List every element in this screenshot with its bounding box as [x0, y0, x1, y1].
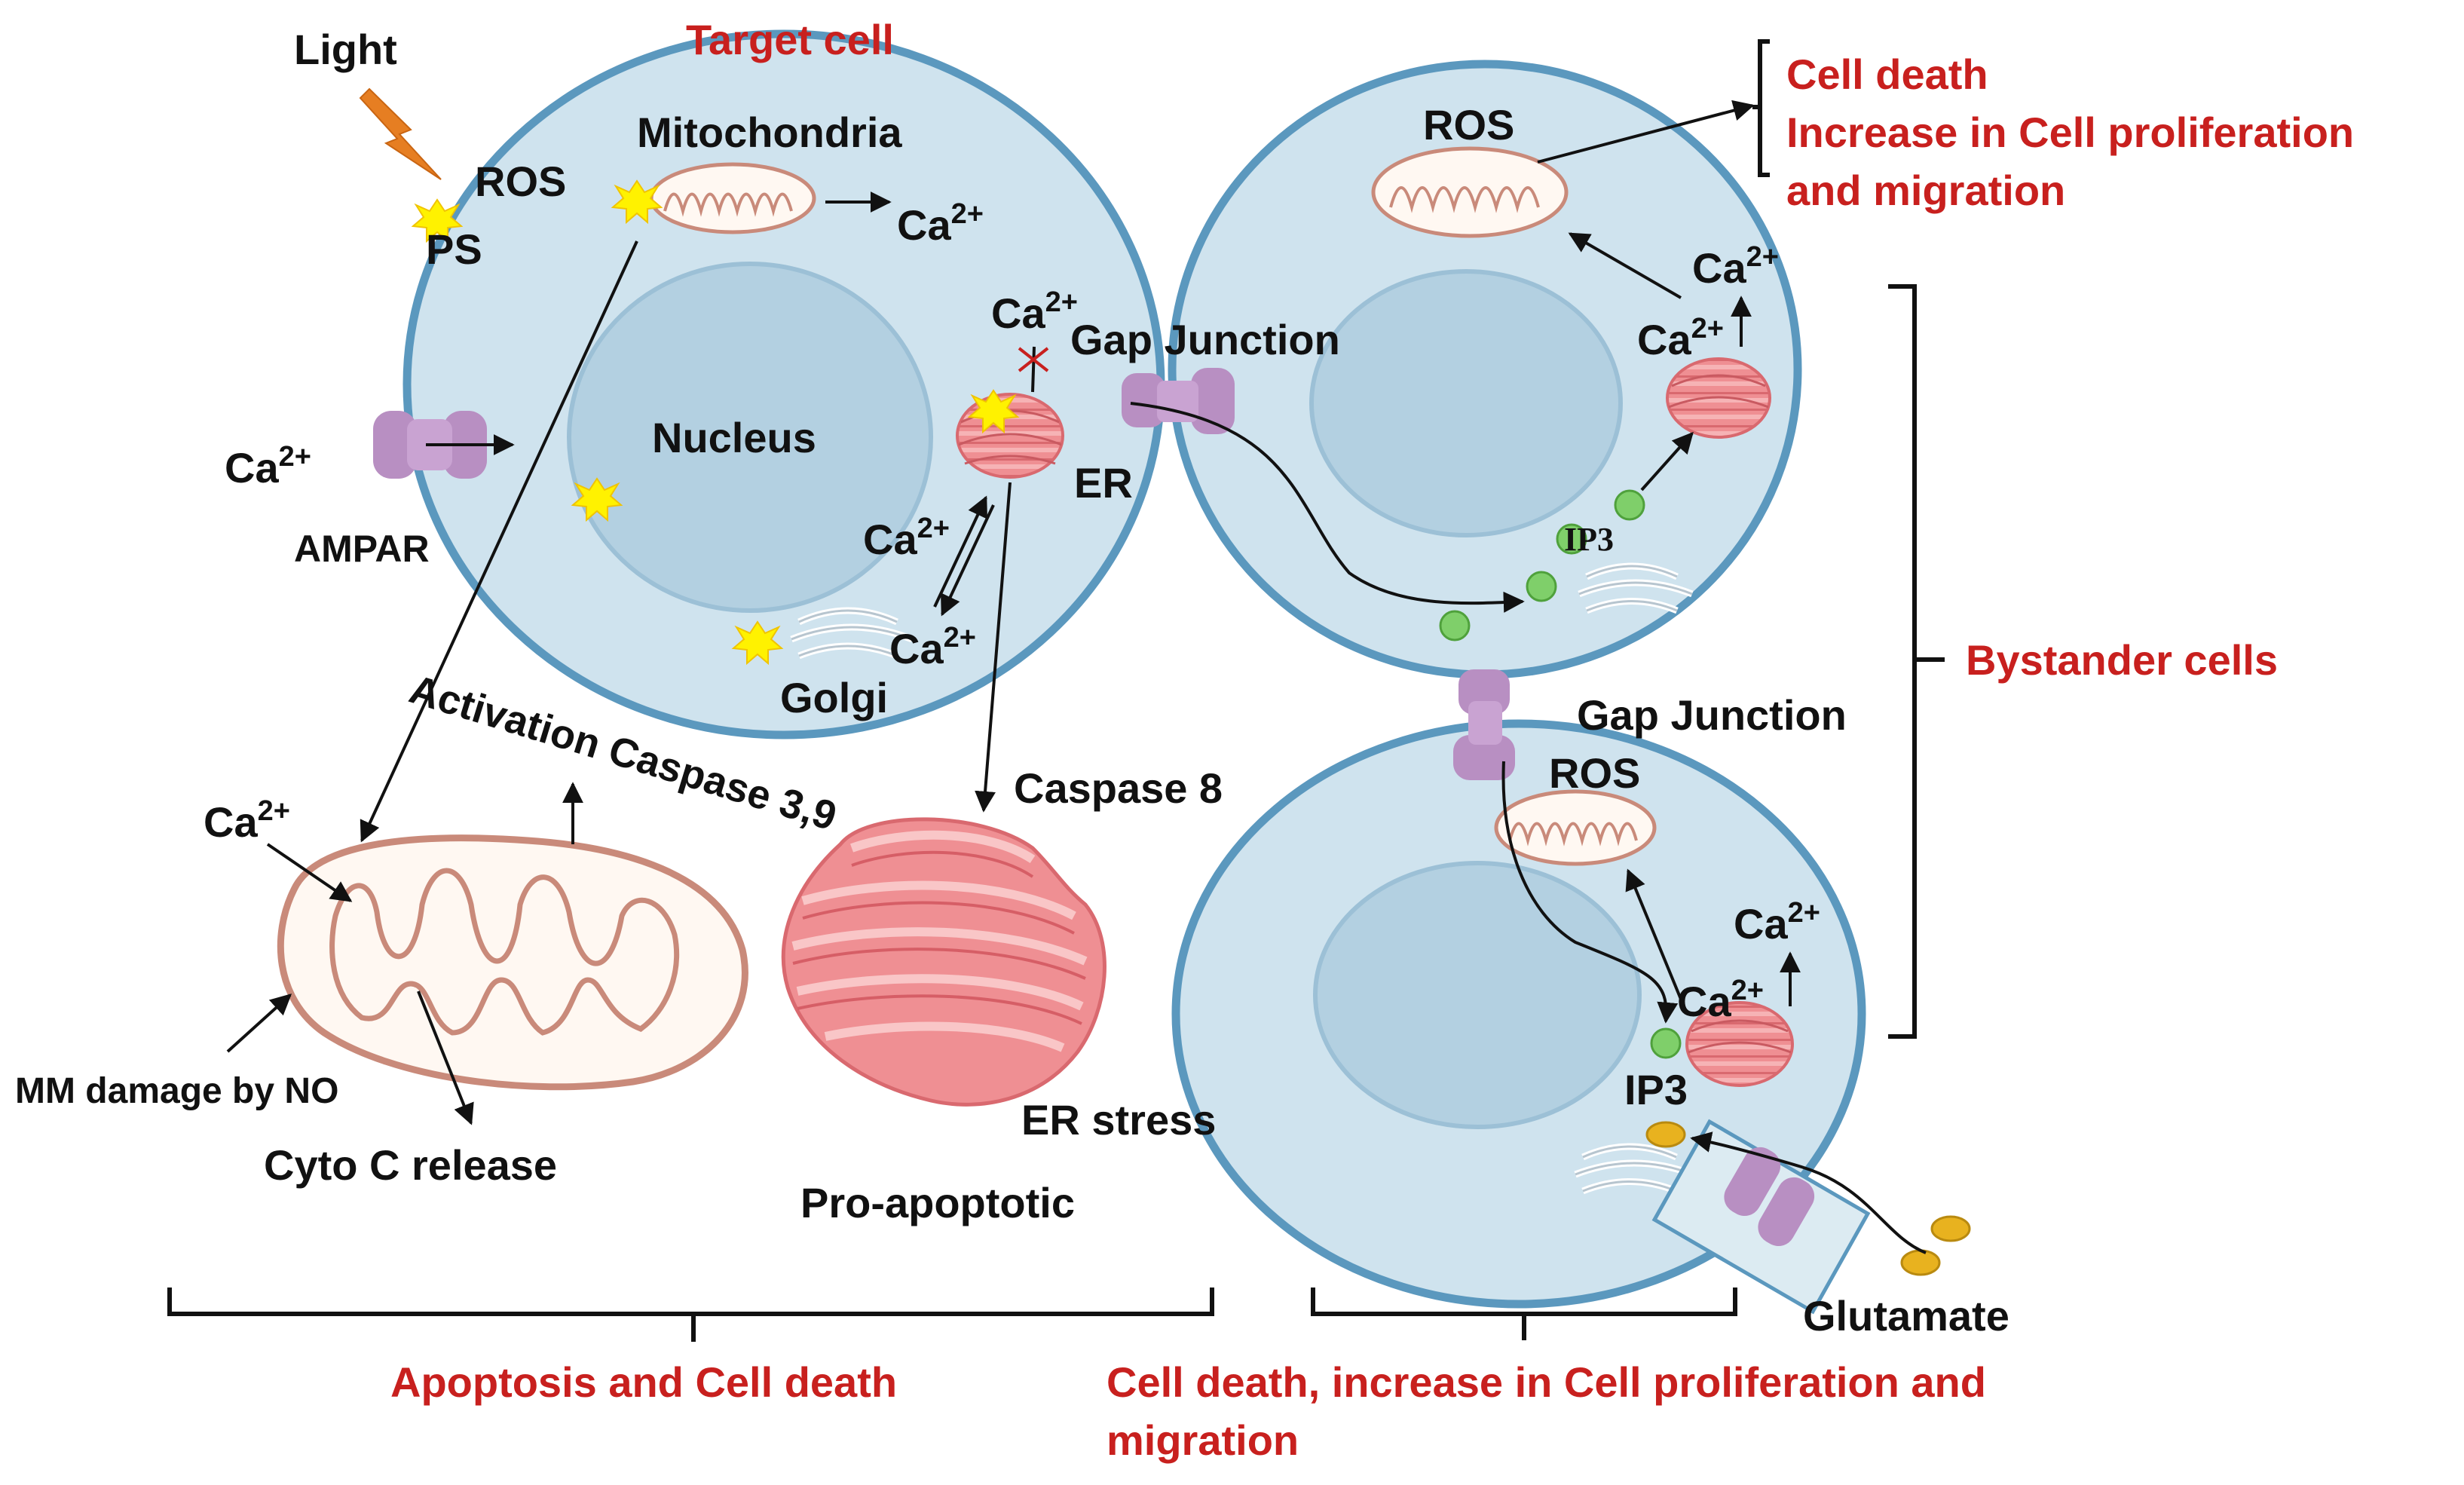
ca-er-bottom-label: Ca2+	[1677, 975, 1764, 1025]
ps-label: PS	[426, 225, 482, 273]
arrow-ip3-to-er	[1640, 431, 1694, 491]
ip3-dot	[1439, 610, 1471, 641]
ca-er-blocked-label: Ca2+	[991, 286, 1078, 337]
ca-er-golgi-up-label: Ca2+	[863, 513, 950, 563]
er-label: ER	[1074, 459, 1133, 507]
golgi-bystander-bottom	[1574, 1143, 1694, 1195]
bracket-top-right	[1752, 39, 1770, 177]
arrow-er-to-caspase8	[975, 482, 1012, 813]
outcome-bottom-left: Apoptosis and Cell death	[390, 1358, 897, 1406]
glutamate-dot	[1645, 1121, 1686, 1148]
nucleus-label: Nucleus	[652, 414, 816, 461]
ros-label-target: ROS	[475, 158, 566, 205]
bracket-bottom-right	[1311, 1288, 1737, 1340]
glutamate-dots	[1645, 1121, 1971, 1276]
bracket-right-bystanders	[1888, 284, 1945, 1039]
ca-er-top-label: Ca2+	[1637, 313, 1724, 363]
glutamate-dot	[1930, 1215, 1971, 1242]
arrow-gap-to-ip3	[1130, 402, 1525, 613]
ip3-dots	[1439, 489, 1682, 1059]
light-label: Light	[294, 26, 397, 73]
ca-er-golgi-down-label: Ca2+	[889, 622, 976, 672]
ip3-dot	[1650, 1027, 1682, 1059]
pro-apoptotic-label: Pro-apoptotic	[800, 1179, 1075, 1226]
ca-large-mito-label: Ca2+	[204, 795, 290, 846]
cyto-c-label: Cyto C release	[264, 1141, 557, 1189]
bystander-cells-label: Bystander cells	[1966, 636, 2278, 684]
glutamate-dot	[1900, 1249, 1941, 1276]
arrow-gap-to-ip3-bottom	[1501, 761, 1679, 1024]
ampar-label: AMPAR	[294, 528, 430, 570]
arrow-ros-to-mito-large	[360, 240, 638, 843]
golgi-bystander-top	[1578, 562, 1694, 614]
ros-star-golgi-icon	[731, 620, 784, 666]
ip3-label-top: IP3	[1564, 521, 1614, 558]
mitochondria-bystander-top	[1371, 146, 1569, 238]
gap-junction-label-top: Gap Junction	[1070, 316, 1340, 363]
ca-ampar-label: Ca2+	[225, 441, 311, 491]
target-cell	[403, 29, 1165, 739]
gap-junction-bottom-icon	[1453, 669, 1515, 780]
gap-junction-label-bottom: Gap Junction	[1577, 691, 1847, 739]
ros-star-er-icon	[967, 389, 1020, 434]
arrow-glutamate-in	[1690, 1131, 1927, 1254]
er-large	[781, 817, 1107, 1107]
arrow-ca-into-large-mito	[266, 843, 353, 902]
mitochondria-label: Mitochondria	[637, 109, 902, 156]
arrow-cyto-c	[417, 991, 474, 1125]
mm-damage-label: MM damage by NO	[15, 1071, 338, 1111]
ca-mito-label: Ca2+	[897, 198, 984, 249]
bystander-bottom-nucleus	[1313, 861, 1642, 1129]
bracket-bottom-left	[167, 1288, 1214, 1342]
ip3-dot	[1614, 489, 1645, 521]
er-bystander-top	[1666, 357, 1771, 439]
arrow-mm-damage	[226, 994, 292, 1053]
ros-label-bystander-top: ROS	[1423, 101, 1514, 148]
arrow-golgi-er-down	[941, 504, 995, 617]
er-stress-label: ER stress	[1021, 1096, 1216, 1144]
arrow-er-to-mito-top	[1568, 232, 1682, 299]
blocked-x-icon	[1018, 347, 1049, 372]
golgi-target	[790, 607, 914, 660]
arrow-er-to-mito-bottom	[1625, 868, 1688, 1015]
ip3-label-bottom: IP3	[1624, 1066, 1688, 1113]
outcome-top-right-line1: Cell death	[1786, 51, 1988, 98]
ps-star-icon	[411, 198, 464, 243]
mitochondria-small	[649, 162, 816, 234]
glutamate-label: Glutamate	[1803, 1292, 2009, 1340]
arrow-ros-outcome	[1537, 100, 1755, 164]
er-target	[956, 393, 1064, 479]
mitochondria-large	[277, 834, 748, 1091]
arrow-er-golgi-up	[933, 495, 987, 608]
brackets	[167, 39, 1945, 1342]
er-bystander-bottom	[1685, 1001, 1794, 1087]
ros-star-mito-icon	[611, 179, 663, 225]
arrow-er-ca-blocked	[1031, 346, 1036, 393]
bystander-top-nucleus	[1309, 269, 1623, 537]
ip3-dot	[1556, 523, 1587, 555]
ca-top-label: Ca2+	[1692, 241, 1779, 292]
bystander-cell-top	[1168, 60, 1802, 679]
outcome-bottom-right-line2: migration	[1107, 1416, 1299, 1464]
ca-top-bottom-label: Ca2+	[1734, 897, 1820, 948]
outcome-bottom-right-line1: Cell death, increase in Cell proliferati…	[1107, 1358, 1986, 1406]
glutamate-receptor-icon	[1651, 1119, 1871, 1315]
ros-label-bystander-bottom: ROS	[1549, 749, 1640, 797]
golgi-label: Golgi	[780, 674, 888, 721]
ros-star-nucleus-icon	[571, 477, 623, 522]
light-bolt-icon	[359, 87, 442, 180]
outcome-top-right-line3: and migration	[1786, 167, 2065, 214]
ip3-dot	[1526, 571, 1557, 602]
target-cell-nucleus	[567, 262, 933, 613]
outcome-top-right-line2: Increase in Cell proliferation	[1786, 109, 2354, 156]
arrows	[226, 100, 1927, 1254]
target-cell-title: Target cell	[686, 16, 894, 63]
mitochondria-bystander-bottom	[1494, 789, 1657, 866]
caspase8-label: Caspase 8	[1014, 764, 1223, 812]
